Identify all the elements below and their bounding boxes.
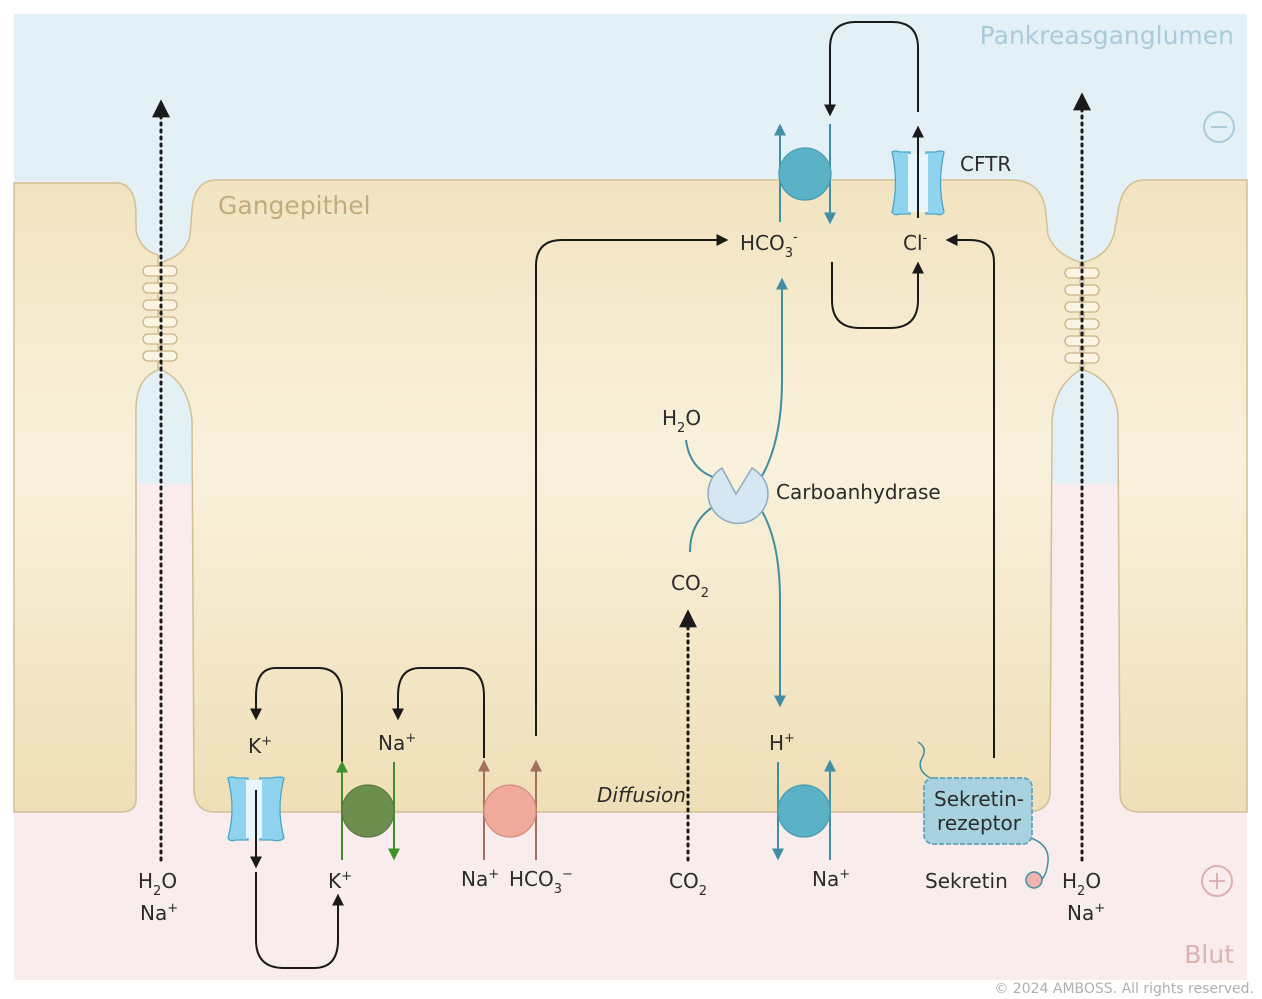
enzyme-to-hco3-arrow: [761, 277, 788, 477]
k-recycle-bottom-arrow: [255, 872, 344, 969]
epithelium-label: Gangepithel: [218, 191, 371, 220]
carboanhydrase-label: Carboanhydrase: [776, 480, 941, 504]
sekretin-label: Sekretin: [925, 869, 1008, 893]
cl-recycle-top-arrow: [824, 21, 919, 117]
copyright: © 2024 AMBOSS. All rights reserved.: [994, 981, 1254, 997]
h-intracellular-label: H+: [769, 731, 795, 755]
k-extracellular-label: K+: [328, 869, 352, 893]
na-left-label: Na+: [140, 901, 178, 925]
cl-recycle-bottom-arrow: [831, 261, 924, 329]
k-intracellular-label: K+: [248, 734, 272, 758]
right-neighbor-cell: [1083, 179, 1248, 813]
left-neighbor-cell: [13, 182, 159, 813]
sekretin-ligand-icon: [1025, 871, 1043, 889]
cl-hco3-exchanger: [778, 147, 832, 201]
minus-charge-icon: [1203, 111, 1235, 143]
h2o-to-enzyme-line: [685, 439, 717, 479]
carboanhydrase-enzyme: [707, 466, 769, 525]
na-extracellular-label: Na+: [461, 867, 499, 891]
hco3-extracellular-label: HCO3−: [509, 867, 573, 897]
sekretin-receptor: [923, 777, 1033, 845]
k-channel: [227, 776, 285, 842]
receptor-label-line2: rezeptor: [937, 811, 1022, 835]
na-right-label: Na+: [1067, 901, 1105, 925]
receptor-tail: [917, 741, 931, 779]
k-recycle-top-arrow: [250, 667, 343, 762]
na-h-exchanger: [777, 784, 831, 838]
h2o-intracellular-label: H2O: [662, 406, 701, 436]
enzyme-to-h-arrow: [759, 507, 786, 708]
na-k-atpase: [341, 784, 395, 838]
receptor-label-line1: Sekretin-: [934, 787, 1024, 811]
na-hco3-cotransporter: [483, 784, 537, 838]
cftr-label: CFTR: [960, 152, 1011, 176]
na-intracellular-label: Na+: [378, 731, 416, 755]
hco3-intracellular-label: HCO3-: [740, 230, 798, 261]
h2o-left-label: H2O: [138, 869, 177, 899]
plus-charge-icon: [1201, 865, 1233, 897]
co2-extracellular-label: CO2: [669, 869, 707, 899]
cl-intracellular-label: Cl-: [903, 231, 928, 255]
h2o-right-label: H2O: [1062, 869, 1101, 899]
co2-intracellular-label: CO2: [671, 571, 709, 601]
lumen-label: Pankreasganglumen: [980, 21, 1234, 50]
diffusion-label: Diffusion: [597, 783, 686, 807]
blood-label: Blut: [1184, 940, 1234, 969]
na-extracellular-label-2: Na+: [812, 867, 850, 891]
hco3-to-apical-arrow: [535, 234, 729, 736]
na-recycle-arrow: [392, 667, 485, 758]
receptor-signal-arrow: [945, 234, 995, 758]
receptor-ligand-line: [1023, 835, 1049, 881]
central-epithelial-cell: [161, 179, 1081, 813]
